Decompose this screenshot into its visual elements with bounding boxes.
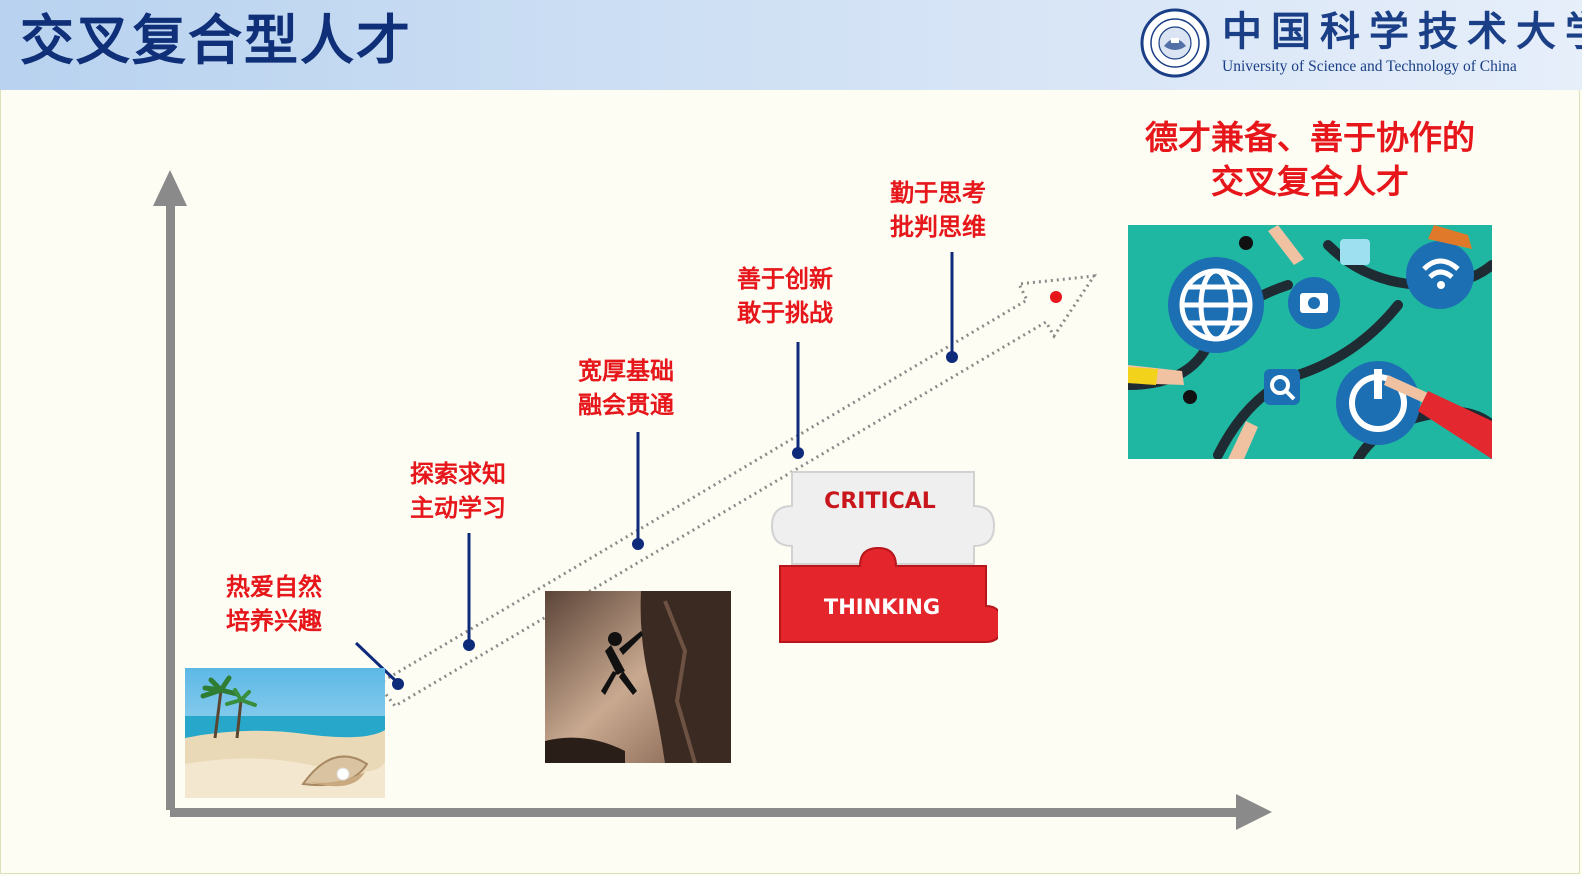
stage-marker-1 (354, 641, 404, 690)
stage-label-1: 热爱自然 培养兴趣 (226, 573, 322, 635)
stage-label-3: 宽厚基础 融会贯通 (578, 357, 674, 419)
x-axis (170, 794, 1272, 830)
university-name-en: University of Science and Technology of … (1222, 58, 1517, 75)
university-seal-icon (1140, 8, 1210, 78)
stage-label-5: 勤于思考 批判思维 (890, 179, 986, 241)
puzzle-critical-text: CRITICAL (824, 489, 936, 514)
slide-header: 交叉复合型人才 中国科学技术大学 University of Science a… (0, 0, 1582, 90)
goal-label: 德才兼备、善于协作的 交叉复合人才 (1145, 118, 1475, 201)
collaboration-icons-image (1128, 225, 1492, 459)
rock-climber-image (545, 591, 731, 763)
puzzle-thinking-text: THINKING (824, 595, 940, 619)
stage-marker-2 (463, 533, 475, 651)
stage-label-2: 探索求知 主动学习 (410, 460, 506, 522)
university-name-cn: 中国科学技术大学 (1222, 8, 1582, 55)
growth-arrow (375, 274, 1098, 708)
stage-marker-5 (946, 252, 958, 363)
stage-marker-3 (632, 432, 644, 550)
stage-marker-4 (792, 342, 804, 459)
goal-marker (1050, 291, 1062, 303)
beach-pearl-image (185, 668, 385, 798)
university-logo: 中国科学技术大学 University of Science and Techn… (1140, 6, 1582, 84)
critical-thinking-puzzle-image: CRITICAL THINKING (768, 460, 998, 650)
slide-title: 交叉复合型人才 (20, 9, 412, 72)
stage-label-4: 善于创新 敢于挑战 (737, 265, 833, 327)
y-axis (153, 170, 187, 810)
